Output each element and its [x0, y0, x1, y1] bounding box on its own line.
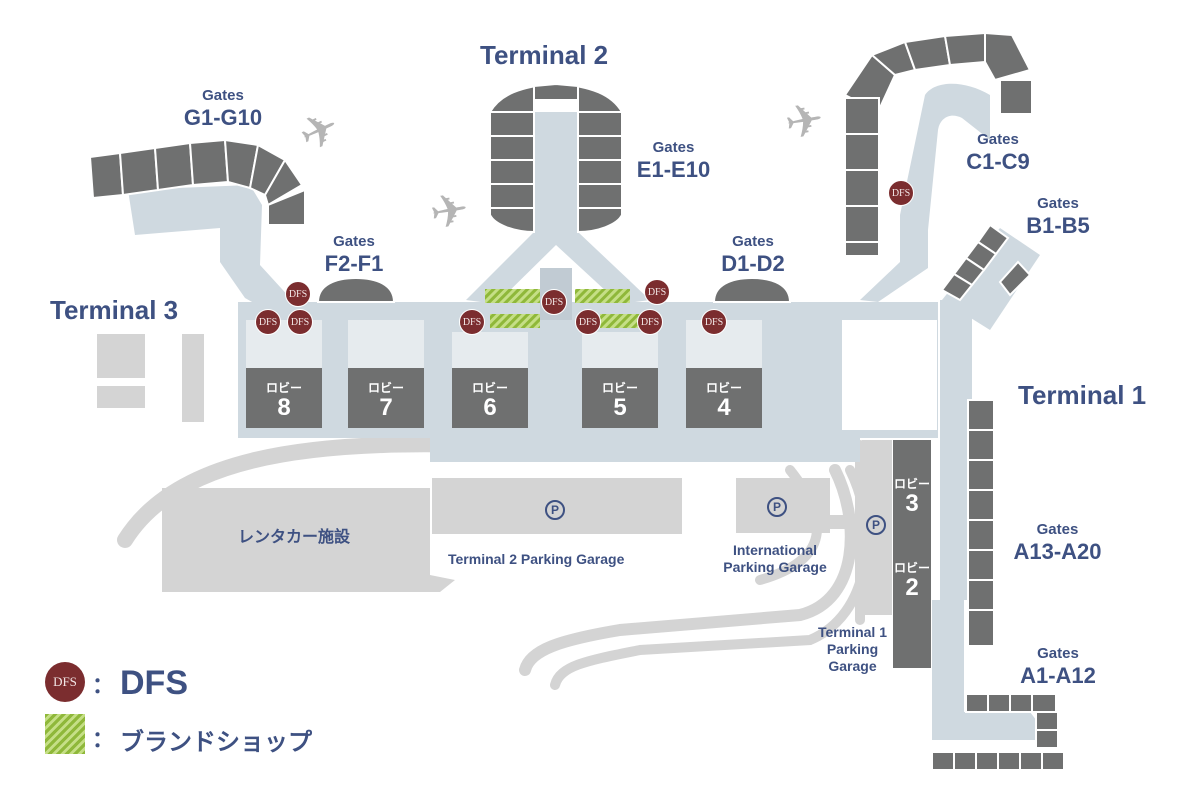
- gates-prefix: Gates: [977, 131, 1019, 148]
- brand-shop-area: [490, 314, 540, 328]
- gates-prefix: Gates: [1036, 521, 1079, 538]
- legend-colon: ：: [92, 673, 115, 698]
- legend-colon: ：: [92, 727, 115, 752]
- gates-a13-label: Gates A13-A20: [1000, 522, 1115, 563]
- gates-b-label: Gates B1-B5: [1013, 196, 1103, 237]
- lobby-2: ロビー 2: [893, 562, 931, 600]
- lobby-number: 8: [277, 394, 291, 421]
- gates-code: A1-A12: [1020, 663, 1096, 688]
- dfs-badge-icon[interactable]: DFS: [644, 279, 670, 305]
- lobby-number: 4: [717, 394, 731, 421]
- dfs-badge-icon[interactable]: DFS: [255, 309, 281, 335]
- lobby-label: ロビー: [471, 381, 508, 395]
- lobby-number: 2: [905, 574, 919, 601]
- brand-shops: [485, 289, 640, 328]
- lobby-8: ロビー 8: [246, 382, 322, 420]
- legend-dfs-label: DFS: [120, 664, 188, 702]
- t1-parking-line3: Garage: [828, 657, 877, 674]
- legend-dfs-icon: DFS: [45, 662, 85, 702]
- t1-parking-line2: Parking: [826, 640, 879, 657]
- brand-shop-area: [600, 314, 640, 328]
- gates-prefix: Gates: [1037, 645, 1079, 662]
- dfs-badge-icon[interactable]: DFS: [459, 309, 485, 335]
- gates-code: E1-E10: [636, 157, 711, 182]
- gates-c-label: Gates C1-C9: [953, 132, 1043, 173]
- gates-prefix: Gates: [652, 139, 695, 156]
- gates-a1-label: Gates A1-A12: [1008, 646, 1108, 687]
- gates-prefix: Gates: [1037, 195, 1079, 212]
- brand-shop-area: [485, 289, 540, 303]
- lobby-label: ロビー: [265, 381, 302, 395]
- gates-code: D1-D2: [721, 251, 785, 276]
- intl-parking-line2: Parking Garage: [723, 558, 827, 575]
- parking-icon: P: [545, 500, 565, 520]
- brand-shop-area: [575, 289, 630, 303]
- lobby-number: 3: [905, 490, 919, 517]
- gates-prefix: Gates: [333, 233, 375, 250]
- dfs-badge-icon[interactable]: DFS: [888, 180, 914, 206]
- terminal-2-label: Terminal 2: [480, 40, 609, 70]
- dfs-badge-icon[interactable]: DFS: [701, 309, 727, 335]
- lobby-label: ロビー: [367, 381, 404, 395]
- lobby-label: ロビー: [601, 381, 638, 395]
- gates-code: F2-F1: [324, 251, 384, 276]
- dfs-badge-icon[interactable]: DFS: [287, 309, 313, 335]
- rental-car-label: レンタカー施設: [238, 529, 351, 546]
- gate-buildings: [88, 31, 1065, 771]
- brand-shop-hatch-icon: [45, 714, 85, 754]
- gates-e-label: Gates E1-E10: [626, 140, 721, 181]
- airplane-icon: ✈: [780, 92, 828, 150]
- lobby-label: ロビー: [705, 381, 742, 395]
- lobby-buildings: [246, 368, 931, 668]
- t1-parking-label: Terminal 1 Parking Garage: [805, 624, 900, 674]
- dfs-badge-icon[interactable]: DFS: [541, 289, 567, 315]
- t2-parking-label: Terminal 2 Parking Garage: [448, 551, 625, 567]
- lobby-6: ロビー 6: [452, 382, 528, 420]
- lobby-label: ロビー: [893, 477, 930, 491]
- lobby-number: 5: [613, 394, 627, 421]
- gates-g-label: Gates G1-G10: [178, 88, 268, 129]
- intl-parking-label: International Parking Garage: [705, 542, 845, 576]
- parking-icon: P: [767, 497, 787, 517]
- lobby-3: ロビー 3: [893, 478, 931, 516]
- lobby-number: 7: [379, 394, 393, 421]
- terminal-3-label: Terminal 3: [50, 295, 179, 325]
- gates-code: C1-C9: [966, 149, 1030, 174]
- gates-prefix: Gates: [732, 233, 774, 250]
- lobby-number: 6: [483, 394, 497, 421]
- dfs-badge-icon[interactable]: DFS: [575, 309, 601, 335]
- gates-code: A13-A20: [1013, 539, 1102, 564]
- terminal-1-label: Terminal 1: [1018, 380, 1147, 410]
- lobby-7: ロビー 7: [348, 382, 424, 420]
- legend-shop-label: ブランドショップ: [120, 729, 312, 756]
- gates-f-label: Gates F2-F1: [310, 234, 398, 275]
- gates-code: G1-G10: [183, 105, 263, 130]
- lobby-5: ロビー 5: [582, 382, 658, 420]
- t1-parking-line1: Terminal 1: [818, 624, 887, 640]
- intl-parking-line1: International: [732, 542, 817, 558]
- dfs-badge-icon[interactable]: DFS: [285, 281, 311, 307]
- lobby-label: ロビー: [893, 561, 930, 575]
- gates-code: B1-B5: [1026, 213, 1090, 238]
- parking-icon: P: [866, 515, 886, 535]
- lobby-4: ロビー 4: [686, 382, 762, 420]
- gates-d-label: Gates D1-D2: [708, 234, 798, 275]
- gates-prefix: Gates: [202, 87, 244, 104]
- dfs-badge-icon[interactable]: DFS: [637, 309, 663, 335]
- lobby-areas: [246, 268, 937, 430]
- airplane-icon: ✈: [425, 182, 473, 240]
